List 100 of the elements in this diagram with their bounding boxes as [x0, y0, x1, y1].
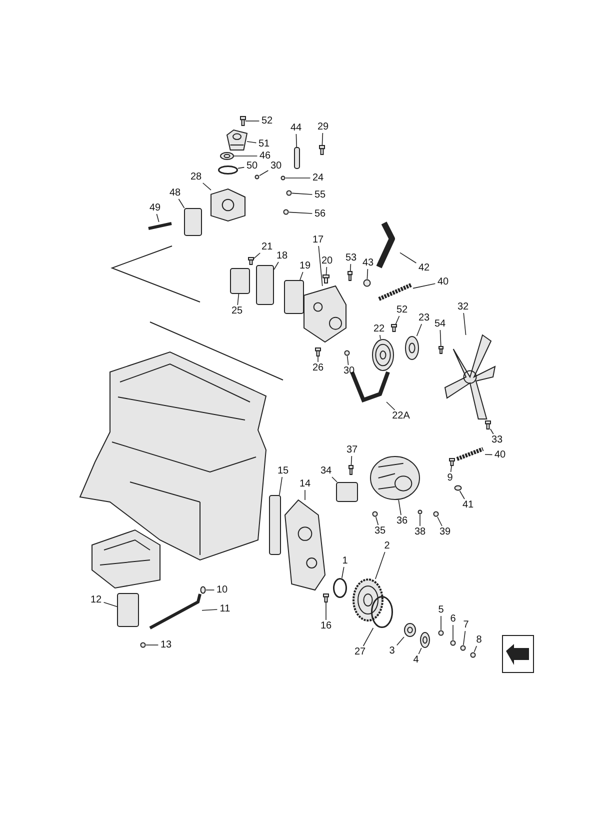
leader-line	[398, 500, 402, 516]
callout-number: 39	[438, 526, 452, 538]
nut-drawing	[286, 190, 292, 196]
nut-drawing	[460, 645, 466, 651]
leader-line	[156, 214, 160, 222]
callout-number: 22	[372, 324, 386, 334]
callout-number: 21	[260, 242, 274, 252]
callout-number: 24	[311, 172, 325, 184]
nut-drawing	[433, 511, 439, 517]
callout-number: 23	[417, 312, 431, 324]
leader-line	[238, 166, 245, 169]
callout-number: 26	[311, 362, 325, 374]
callout-number: 35	[373, 526, 387, 536]
o-ring-drawing	[371, 596, 393, 628]
callout-number: 20	[320, 256, 334, 266]
callout-number: 30	[342, 366, 356, 376]
callout-number: 49	[148, 202, 162, 214]
bolt-drawing	[315, 348, 321, 356]
callout-number: 15	[276, 466, 290, 476]
callout-number: 30	[269, 160, 283, 172]
gasket-plate-drawing	[269, 495, 281, 555]
leader-line	[318, 246, 323, 286]
bolt-drawing	[485, 420, 491, 430]
callout-number: 4	[412, 654, 420, 666]
nut-drawing	[363, 279, 371, 287]
o-ring-drawing	[218, 166, 238, 174]
disc-drawing	[404, 623, 416, 637]
nut-drawing	[438, 630, 444, 636]
leader-line	[484, 454, 493, 456]
bolt-drawing	[348, 271, 352, 281]
callout-number: 50	[245, 160, 259, 172]
callout-number: 51	[257, 138, 271, 150]
leader-line	[375, 552, 386, 580]
nut-drawing	[200, 586, 206, 594]
leader-line	[440, 616, 442, 630]
leader-line	[202, 609, 218, 611]
leader-line	[386, 402, 396, 410]
gasket-plate-drawing	[230, 268, 250, 294]
callout-number: 18	[275, 250, 289, 262]
callout-number: 12	[89, 594, 103, 606]
nut-drawing	[372, 511, 378, 517]
bolt-drawing	[348, 465, 354, 475]
callout-number: 44	[289, 122, 303, 134]
callout-number: 9	[446, 472, 454, 484]
leader-line	[418, 648, 422, 654]
bolt-drawing	[240, 116, 246, 126]
callout-number: 48	[168, 188, 182, 198]
leader-line	[376, 516, 379, 526]
bolt-drawing	[248, 257, 254, 265]
leader-line	[463, 630, 466, 646]
disc-drawing	[420, 632, 430, 648]
callout-number: 32	[456, 302, 470, 312]
leader-line	[146, 644, 159, 646]
nut-drawing	[140, 642, 146, 648]
callout-number: 40	[436, 276, 450, 288]
callout-number: 43	[361, 258, 375, 268]
housing-drawing	[210, 188, 246, 222]
callout-number: 11	[218, 604, 232, 614]
leader-line	[253, 252, 260, 260]
leader-line	[474, 646, 477, 652]
oil-pipe-drawing	[149, 594, 202, 630]
pulley-drawing	[372, 339, 394, 371]
callout-number: 17	[311, 234, 325, 246]
hose-drawing	[376, 222, 395, 268]
leader-line	[304, 490, 306, 500]
leader-line	[400, 252, 417, 264]
leader-line	[322, 132, 324, 146]
leader-line	[350, 456, 352, 466]
leader-line	[490, 428, 494, 434]
nut-drawing	[280, 176, 286, 180]
bolt-drawing	[449, 458, 455, 466]
nut-drawing	[283, 209, 289, 215]
bolt-drawing	[323, 594, 329, 602]
gasket-plate-drawing	[294, 147, 300, 169]
bolt-drawing	[319, 145, 325, 155]
leader-line	[412, 283, 436, 289]
callout-number: 16	[319, 620, 333, 632]
leader-line	[237, 294, 240, 306]
gasket-plate-drawing	[336, 482, 358, 502]
callout-number: 53	[344, 252, 358, 264]
gear-drawing	[352, 578, 384, 622]
leader-line	[288, 212, 313, 214]
callout-number: 3	[388, 646, 396, 656]
leader-line	[202, 182, 212, 190]
callout-number: 10	[215, 584, 229, 596]
callout-number: 19	[298, 260, 312, 272]
callout-number: 52	[395, 304, 409, 316]
leader-line	[463, 312, 466, 336]
leader-line	[178, 198, 185, 208]
gasket-plate-drawing	[184, 208, 202, 236]
callout-number: 1	[341, 556, 349, 566]
callout-number: 22A	[391, 410, 411, 422]
callout-number: 5	[437, 604, 445, 616]
o-ring-drawing	[333, 578, 347, 598]
disc-drawing	[405, 336, 419, 360]
callout-number: 55	[313, 190, 327, 200]
nut-drawing	[418, 510, 422, 514]
callout-number: 27	[353, 646, 367, 658]
callout-number: 7	[462, 620, 470, 630]
callout-number: 54	[433, 318, 447, 330]
